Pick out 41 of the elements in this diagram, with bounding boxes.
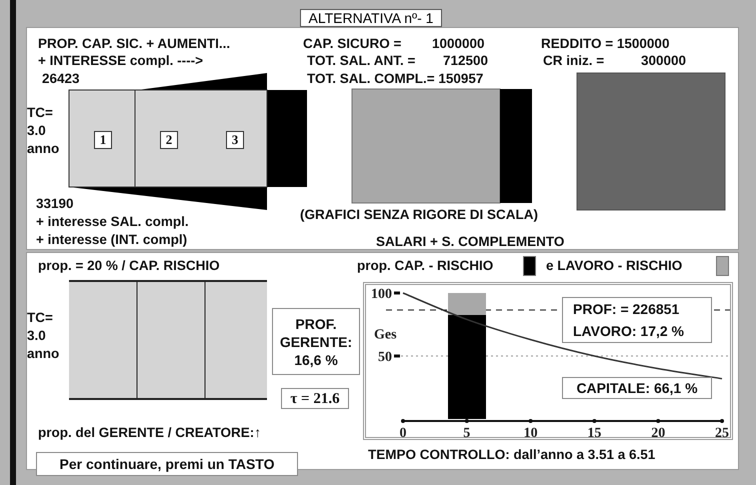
field-value-text: REDDITO = 1500000	[541, 35, 670, 53]
tick-label: 0	[400, 426, 406, 441]
note-text: (GRAFICI SENZA RIGORE DI SCALA)	[300, 206, 538, 224]
caption-text: SALARI + S. COMPLEMENTO	[376, 233, 564, 251]
value-text: 712500	[443, 52, 488, 70]
result-box: CAPITALE: 66,1 %	[562, 377, 712, 399]
value-text: 26423	[42, 70, 80, 88]
heading-text: PROP. CAP. SIC. + AUMENTI...	[38, 35, 230, 53]
tick-label: 100	[371, 287, 392, 302]
tick-label: 20	[651, 426, 666, 441]
time-label: TC= 3.0 anno	[27, 104, 60, 158]
note-text: + INTERESSE compl. ---->	[38, 52, 204, 70]
legend-text: e LAVORO - RISCHIO	[546, 257, 682, 275]
result-box: PROF. GERENTE: 16,6 %	[272, 308, 360, 375]
heading-text: prop. = 20 % / CAP. RISCHIO	[38, 257, 220, 275]
field-value-text: TOT. SAL. COMPL.= 150957	[307, 70, 484, 88]
prompt-box: Per continuare, premi un TASTO	[36, 452, 298, 476]
tick-label: 5	[463, 426, 470, 441]
axis-title: Ges	[374, 327, 397, 342]
number-box: 2	[160, 131, 178, 149]
result-box: PROF: = 226851 LAVORO: 17,2 %	[562, 297, 712, 343]
value-text: 300000	[641, 52, 686, 70]
note-text: + interesse SAL. compl.	[36, 213, 189, 231]
note-text: + interesse (INT. compl)	[36, 231, 188, 249]
tick-label: 15	[587, 426, 602, 441]
legend-text: prop. CAP. - RISCHIO	[357, 257, 494, 275]
caption-text: TEMPO CONTROLLO: dall’anno a 3.51 a 6.51	[368, 446, 656, 464]
number-box: 1	[94, 131, 112, 149]
tick-label: 10	[524, 426, 538, 441]
number-box: 3	[226, 131, 244, 149]
tick-label: 50	[378, 350, 392, 365]
tick-label: 25	[715, 426, 729, 441]
value-text: 1000000	[432, 35, 485, 53]
screen-title: ALTERNATIVA nº- 1	[300, 9, 442, 27]
time-label: TC= 3.0 anno	[27, 309, 60, 363]
field-label: CR iniz. =	[543, 52, 604, 70]
value-text: 33190	[36, 195, 74, 213]
field-label: CAP. SICURO =	[303, 35, 402, 53]
note-text: prop. del GERENTE / CREATORE:↑	[38, 424, 262, 442]
field-label: TOT. SAL. ANT. =	[307, 52, 416, 70]
value-box: τ = 21.6	[281, 388, 349, 409]
